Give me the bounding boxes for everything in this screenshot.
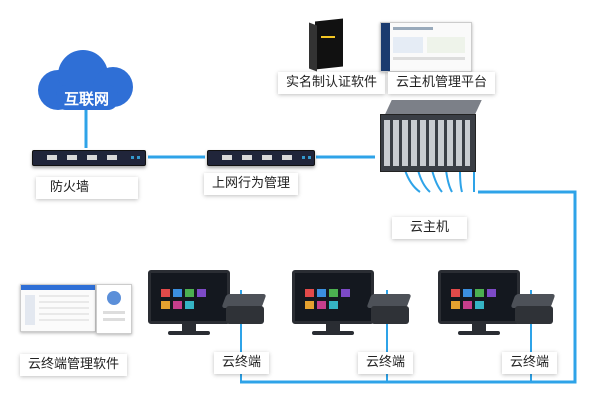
cloudhost-terminal-trunk	[240, 190, 577, 384]
realname-software-label: 实名制认证软件	[278, 72, 386, 94]
internet-label: 互联网	[64, 90, 110, 108]
terminal-box-3	[510, 294, 556, 326]
terminal-monitor-2	[292, 270, 374, 335]
behavior-mgmt-label: 上网行为管理	[204, 173, 299, 195]
terminal-mgmt-software-label: 云终端管理软件	[20, 354, 128, 376]
terminal-monitor-3	[438, 270, 520, 335]
firewall-label: 防火墙	[36, 177, 138, 199]
cloud-host-label: 云主机	[392, 217, 468, 239]
cloud-platform-label: 云主机管理平台	[388, 72, 496, 94]
behavior-mgmt-device	[207, 150, 315, 166]
terminal-label-1: 云终端	[214, 352, 270, 374]
terminal-mgmt-screenshot	[20, 284, 96, 332]
terminal-label-2: 云终端	[358, 352, 414, 374]
terminal-box-2	[366, 294, 412, 326]
firewall-device	[32, 150, 146, 166]
cloud-platform-screenshot	[380, 22, 472, 72]
terminal-box-1	[221, 294, 267, 326]
cloudhost-cables	[404, 169, 475, 193]
internet-cloud-icon	[38, 50, 133, 110]
terminal-monitor-1	[148, 270, 230, 335]
terminal-mgmt-login-screenshot	[96, 284, 132, 334]
cloud-host-server	[380, 100, 482, 172]
realname-software-box-icon	[309, 18, 343, 72]
terminal-label-3: 云终端	[502, 352, 558, 374]
